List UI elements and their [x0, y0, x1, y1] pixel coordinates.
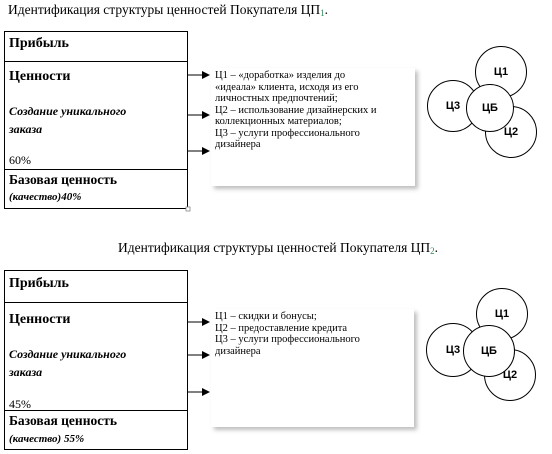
diagram2-description-box: Ц1 – скидки и бонусы; Ц2 – предоставлени…: [211, 309, 414, 427]
diagram2-unique-pct: 45%: [9, 397, 31, 411]
diagram2-profit-label: Прибыль: [9, 276, 69, 291]
diagram2-base-row: Базовая ценность (качество) 55%: [5, 411, 187, 451]
diagram2-circle-cb: ЦБ: [463, 325, 515, 377]
diagram1-profit-label: Прибыль: [9, 36, 69, 51]
diagram1-base-quality: (качество)40%: [9, 191, 82, 203]
diagram1-desc-line: личностных предпочтений;: [215, 93, 338, 104]
diagram1-profit-row: Прибыль: [5, 32, 187, 62]
diagram1-desc-line: «идеала» клиента, исходя из его: [215, 81, 359, 93]
diagram2-desc-line: дизайнера: [215, 345, 261, 357]
diagram1-title: Идентификация структуры ценностей Покупа…: [8, 2, 329, 18]
diagram1-desc-line: дизайнера: [215, 139, 261, 150]
diagram2-base-label: Базовая ценность: [9, 413, 117, 428]
selection-handle: [185, 206, 191, 212]
diagram2-values-row: Ценности Создание уникального заказа 45%: [5, 303, 187, 411]
diagram1-value-table: Прибыль Ценности Создание уникального за…: [4, 31, 188, 209]
diagram1-desc-line: Ц1 – «доработка» изделия до: [215, 70, 346, 81]
diagram2-desc-line: Ц1 – скидки и бонусы;: [215, 311, 317, 322]
diagram2-values-label: Ценности: [9, 312, 71, 327]
diagram2-desc-line: Ц3 – услуги профессионального: [215, 334, 360, 345]
diagram2-title: Идентификация структуры ценностей Покупа…: [118, 240, 439, 256]
diagram1-unique-order: Создание уникального заказа: [9, 104, 127, 136]
diagram1-desc-line: коллекционных материалов;: [215, 116, 342, 127]
diagram2-base-quality: (качество) 55%: [9, 433, 85, 445]
diagram2-title-sub: 2: [430, 246, 435, 256]
diagram1-desc-line: Ц2 – использование дизайнерских и: [215, 104, 377, 116]
diagram1-unique-pct: 60%: [9, 153, 31, 167]
diagram2-title-text: Идентификация структуры ценностей Покупа…: [118, 240, 431, 255]
diagram2-unique-order: Создание уникального заказа: [9, 347, 127, 379]
diagram1-desc-line: Ц3 – услуги профессионального: [215, 127, 360, 139]
diagram2-value-table: Прибыль Ценности Создание уникального за…: [4, 270, 188, 450]
diagram1-title-text: Идентификация структуры ценностей Покупа…: [8, 2, 321, 17]
diagram1-title-sub: 1: [320, 8, 325, 18]
diagram1-base-label: Базовая ценность: [9, 172, 117, 187]
diagram1-base-row: Базовая ценность (качество)40%: [5, 170, 187, 210]
diagram1-description-box: Ц1 – «доработка» изделия до «идеала» кли…: [211, 68, 415, 186]
diagram1-circle-cb: ЦБ: [466, 84, 514, 132]
diagram1-values-label: Ценности: [9, 69, 71, 84]
diagram2-desc-line: Ц2 – предоставление кредита: [215, 322, 348, 334]
diagram2-profit-row: Прибыль: [5, 271, 187, 303]
diagram1-values-row: Ценности Создание уникального заказа 60%: [5, 62, 187, 170]
